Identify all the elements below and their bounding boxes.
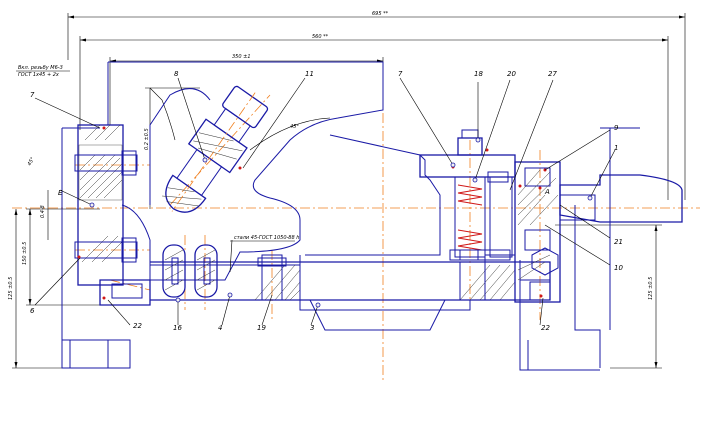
note-thread: Вкл. резьбу М6-3 [18,65,63,71]
callout-27: 27 [548,70,557,78]
callout-18: 18 [474,70,483,78]
callout-angle: 45° [290,124,299,130]
axis-lines [12,94,700,380]
callout-A: А [544,188,550,196]
leader-lines [34,77,616,326]
callout-4: 4 [218,324,222,332]
callout-7-left: 7 [30,91,35,99]
dim-angle-left: 45° [27,156,37,167]
callout-8: 8 [174,70,179,78]
right-support-frame [514,127,683,371]
spring-assembly [419,129,516,261]
dim-right-height: 125 ±0.5 [648,277,654,300]
callout-6: 6 [30,307,35,315]
note-surface: стали 45-ГОСТ 1050-88 h [234,235,299,241]
dim-left-height: 150 ±0.5 [22,242,28,265]
callout-19: 19 [257,324,266,332]
callout-9: 9 [614,124,619,132]
dim-upper-width: 350 ±1 [232,54,251,60]
angled-clamp [162,85,269,213]
callout-3: 3 [310,324,314,332]
callout-16: 16 [173,324,182,332]
locating-pins [162,244,218,298]
callout-7-right: 7 [398,70,403,78]
spring-upper [457,184,483,251]
callout-21: 21 [614,238,623,246]
left-support-frame [61,124,151,369]
callout-20: 20 [507,70,516,78]
note-gost: ГОСТ 1х45 + 2х [18,72,59,78]
callout-22-right: 22 [541,324,550,332]
callout-E: Е [58,189,63,197]
dim-overall-width: 695 ** [372,11,389,17]
dim-bottom-left: 125 ±0.5 [8,277,14,300]
dim-mid-width: 560 ** [312,34,329,40]
callout-22-left: 22 [133,322,142,330]
dim-small-vertical: 0.4·8 [40,205,46,218]
dimension-lines [12,13,686,369]
callout-10: 10 [614,264,623,272]
callout-1: 1 [614,144,618,152]
dim-small-h: 0.2 ±0.5 [144,128,150,150]
callout-11: 11 [305,70,314,78]
detail-markers [77,126,547,300]
leader-dots [89,137,593,308]
housing-body [107,61,551,331]
